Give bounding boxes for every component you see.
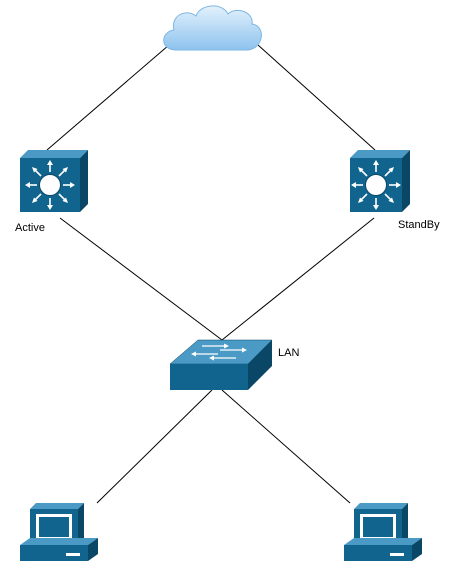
link-cloud-standby (257, 44, 376, 151)
link-standby-lan (221, 217, 375, 341)
lan-switch-label: LAN (278, 347, 300, 359)
pc-left[interactable] (20, 503, 98, 561)
pc-icon (20, 503, 98, 561)
switch-icon (170, 364, 248, 390)
router-standby-label: StandBy (398, 219, 440, 231)
lan-switch[interactable] (169, 339, 273, 390)
router-active[interactable] (20, 150, 88, 212)
cloud-icon (163, 5, 262, 51)
link-cloud-active (46, 44, 170, 151)
router-standby[interactable] (350, 150, 410, 212)
link-lan-pc-right (221, 389, 351, 504)
pc-right[interactable] (344, 503, 422, 561)
pc-icon (344, 503, 422, 561)
link-active-lan (59, 217, 223, 341)
links (46, 44, 376, 504)
router-active-label: Active (15, 222, 45, 234)
link-lan-pc-left (96, 389, 213, 504)
